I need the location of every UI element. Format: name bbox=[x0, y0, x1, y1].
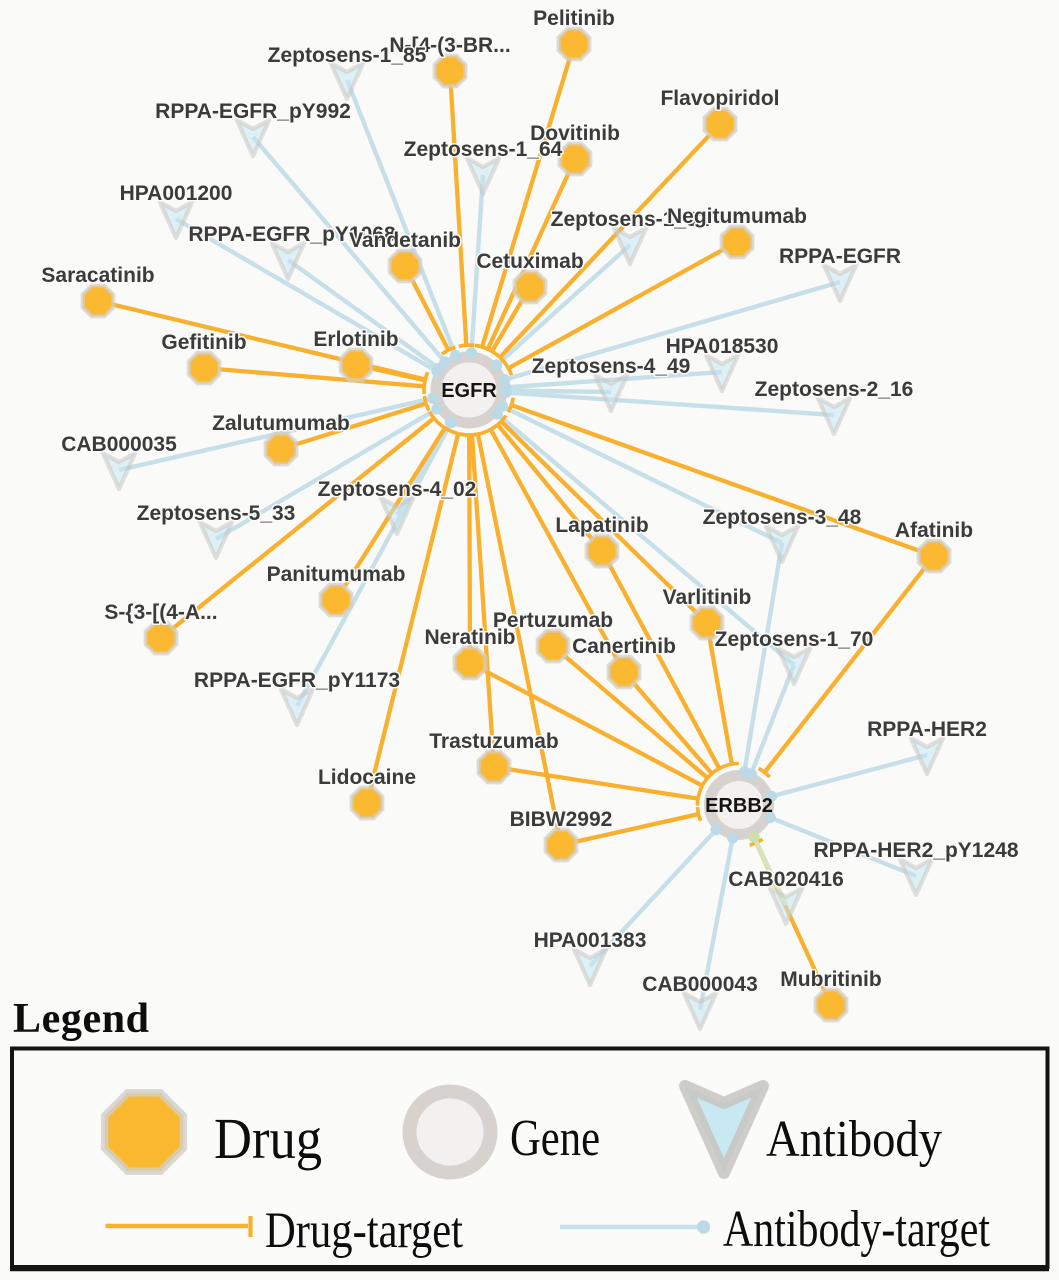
svg-text:RPPA-HER2: RPPA-HER2 bbox=[867, 718, 987, 741]
svg-text:N-[4-(3-BR...: N-[4-(3-BR... bbox=[389, 34, 510, 57]
svg-text:HPA001383: HPA001383 bbox=[534, 929, 647, 952]
svg-text:Zeptosens-1_64: Zeptosens-1_64 bbox=[404, 138, 563, 161]
svg-text:Gene: Gene bbox=[510, 1110, 600, 1167]
svg-text:Afatinib: Afatinib bbox=[895, 519, 973, 542]
svg-text:Erlotinib: Erlotinib bbox=[313, 328, 398, 351]
svg-text:Zeptosens-1_31: Zeptosens-1_31 bbox=[551, 208, 710, 231]
svg-text:BIBW2992: BIBW2992 bbox=[510, 808, 613, 831]
svg-text:EGFR: EGFR bbox=[441, 380, 497, 402]
svg-text:Zeptosens-3_48: Zeptosens-3_48 bbox=[703, 506, 862, 529]
svg-text:Lidocaine: Lidocaine bbox=[318, 766, 416, 789]
svg-text:Zeptosens-4_49: Zeptosens-4_49 bbox=[532, 355, 691, 378]
svg-text:RPPA-EGFR_pY1173: RPPA-EGFR_pY1173 bbox=[194, 669, 400, 692]
svg-text:Gefitinib: Gefitinib bbox=[161, 331, 246, 354]
svg-text:HPA018530: HPA018530 bbox=[666, 335, 779, 358]
svg-text:Zalutumumab: Zalutumumab bbox=[212, 412, 350, 435]
svg-text:Saracatinib: Saracatinib bbox=[41, 264, 154, 287]
svg-text:CAB020416: CAB020416 bbox=[728, 868, 844, 891]
svg-text:Mubritinib: Mubritinib bbox=[780, 968, 881, 991]
svg-text:Negitumumab: Negitumumab bbox=[667, 205, 807, 228]
svg-text:Dovitinib: Dovitinib bbox=[530, 122, 620, 145]
svg-text:Zeptosens-1_85: Zeptosens-1_85 bbox=[268, 44, 427, 67]
svg-text:RPPA-EGFR_pY1068: RPPA-EGFR_pY1068 bbox=[188, 223, 396, 246]
svg-text:CAB000043: CAB000043 bbox=[642, 973, 758, 996]
svg-text:CAB000035: CAB000035 bbox=[61, 433, 177, 456]
svg-text:HPA001200: HPA001200 bbox=[120, 182, 233, 205]
svg-text:Antibody-target: Antibody-target bbox=[723, 1201, 990, 1258]
svg-text:RPPA-EGFR_pY992: RPPA-EGFR_pY992 bbox=[155, 100, 351, 123]
svg-text:Vandetanib: Vandetanib bbox=[349, 229, 461, 252]
svg-text:Legend: Legend bbox=[13, 996, 149, 1042]
svg-text:Pertuzumab: Pertuzumab bbox=[493, 609, 613, 632]
svg-text:RPPA-HER2_pY1248: RPPA-HER2_pY1248 bbox=[813, 839, 1018, 862]
svg-text:RPPA-EGFR: RPPA-EGFR bbox=[779, 245, 901, 268]
svg-text:Lapatinib: Lapatinib bbox=[555, 514, 648, 537]
svg-text:ERBB2: ERBB2 bbox=[705, 795, 773, 817]
svg-text:Cetuximab: Cetuximab bbox=[476, 250, 583, 273]
svg-text:Antibody: Antibody bbox=[766, 1111, 942, 1168]
svg-text:Zeptosens-1_70: Zeptosens-1_70 bbox=[715, 628, 874, 651]
svg-text:Zeptosens-5_33: Zeptosens-5_33 bbox=[137, 502, 296, 525]
svg-text:Panitumumab: Panitumumab bbox=[267, 563, 406, 586]
svg-text:Canertinib: Canertinib bbox=[572, 635, 676, 658]
svg-text:Zeptosens-2_16: Zeptosens-2_16 bbox=[755, 378, 914, 401]
svg-text:Varlitinib: Varlitinib bbox=[663, 586, 752, 609]
svg-text:Trastuzumab: Trastuzumab bbox=[429, 730, 559, 753]
svg-text:Pelitinib: Pelitinib bbox=[533, 7, 615, 30]
svg-text:Neratinib: Neratinib bbox=[424, 626, 515, 649]
svg-text:Drug: Drug bbox=[214, 1106, 322, 1171]
svg-text:S-{3-[(4-A...: S-{3-[(4-A... bbox=[104, 601, 217, 624]
svg-text:Zeptosens-4_02: Zeptosens-4_02 bbox=[318, 478, 477, 501]
svg-text:Flavopiridol: Flavopiridol bbox=[660, 87, 779, 110]
svg-text:Drug-target: Drug-target bbox=[265, 1203, 463, 1259]
